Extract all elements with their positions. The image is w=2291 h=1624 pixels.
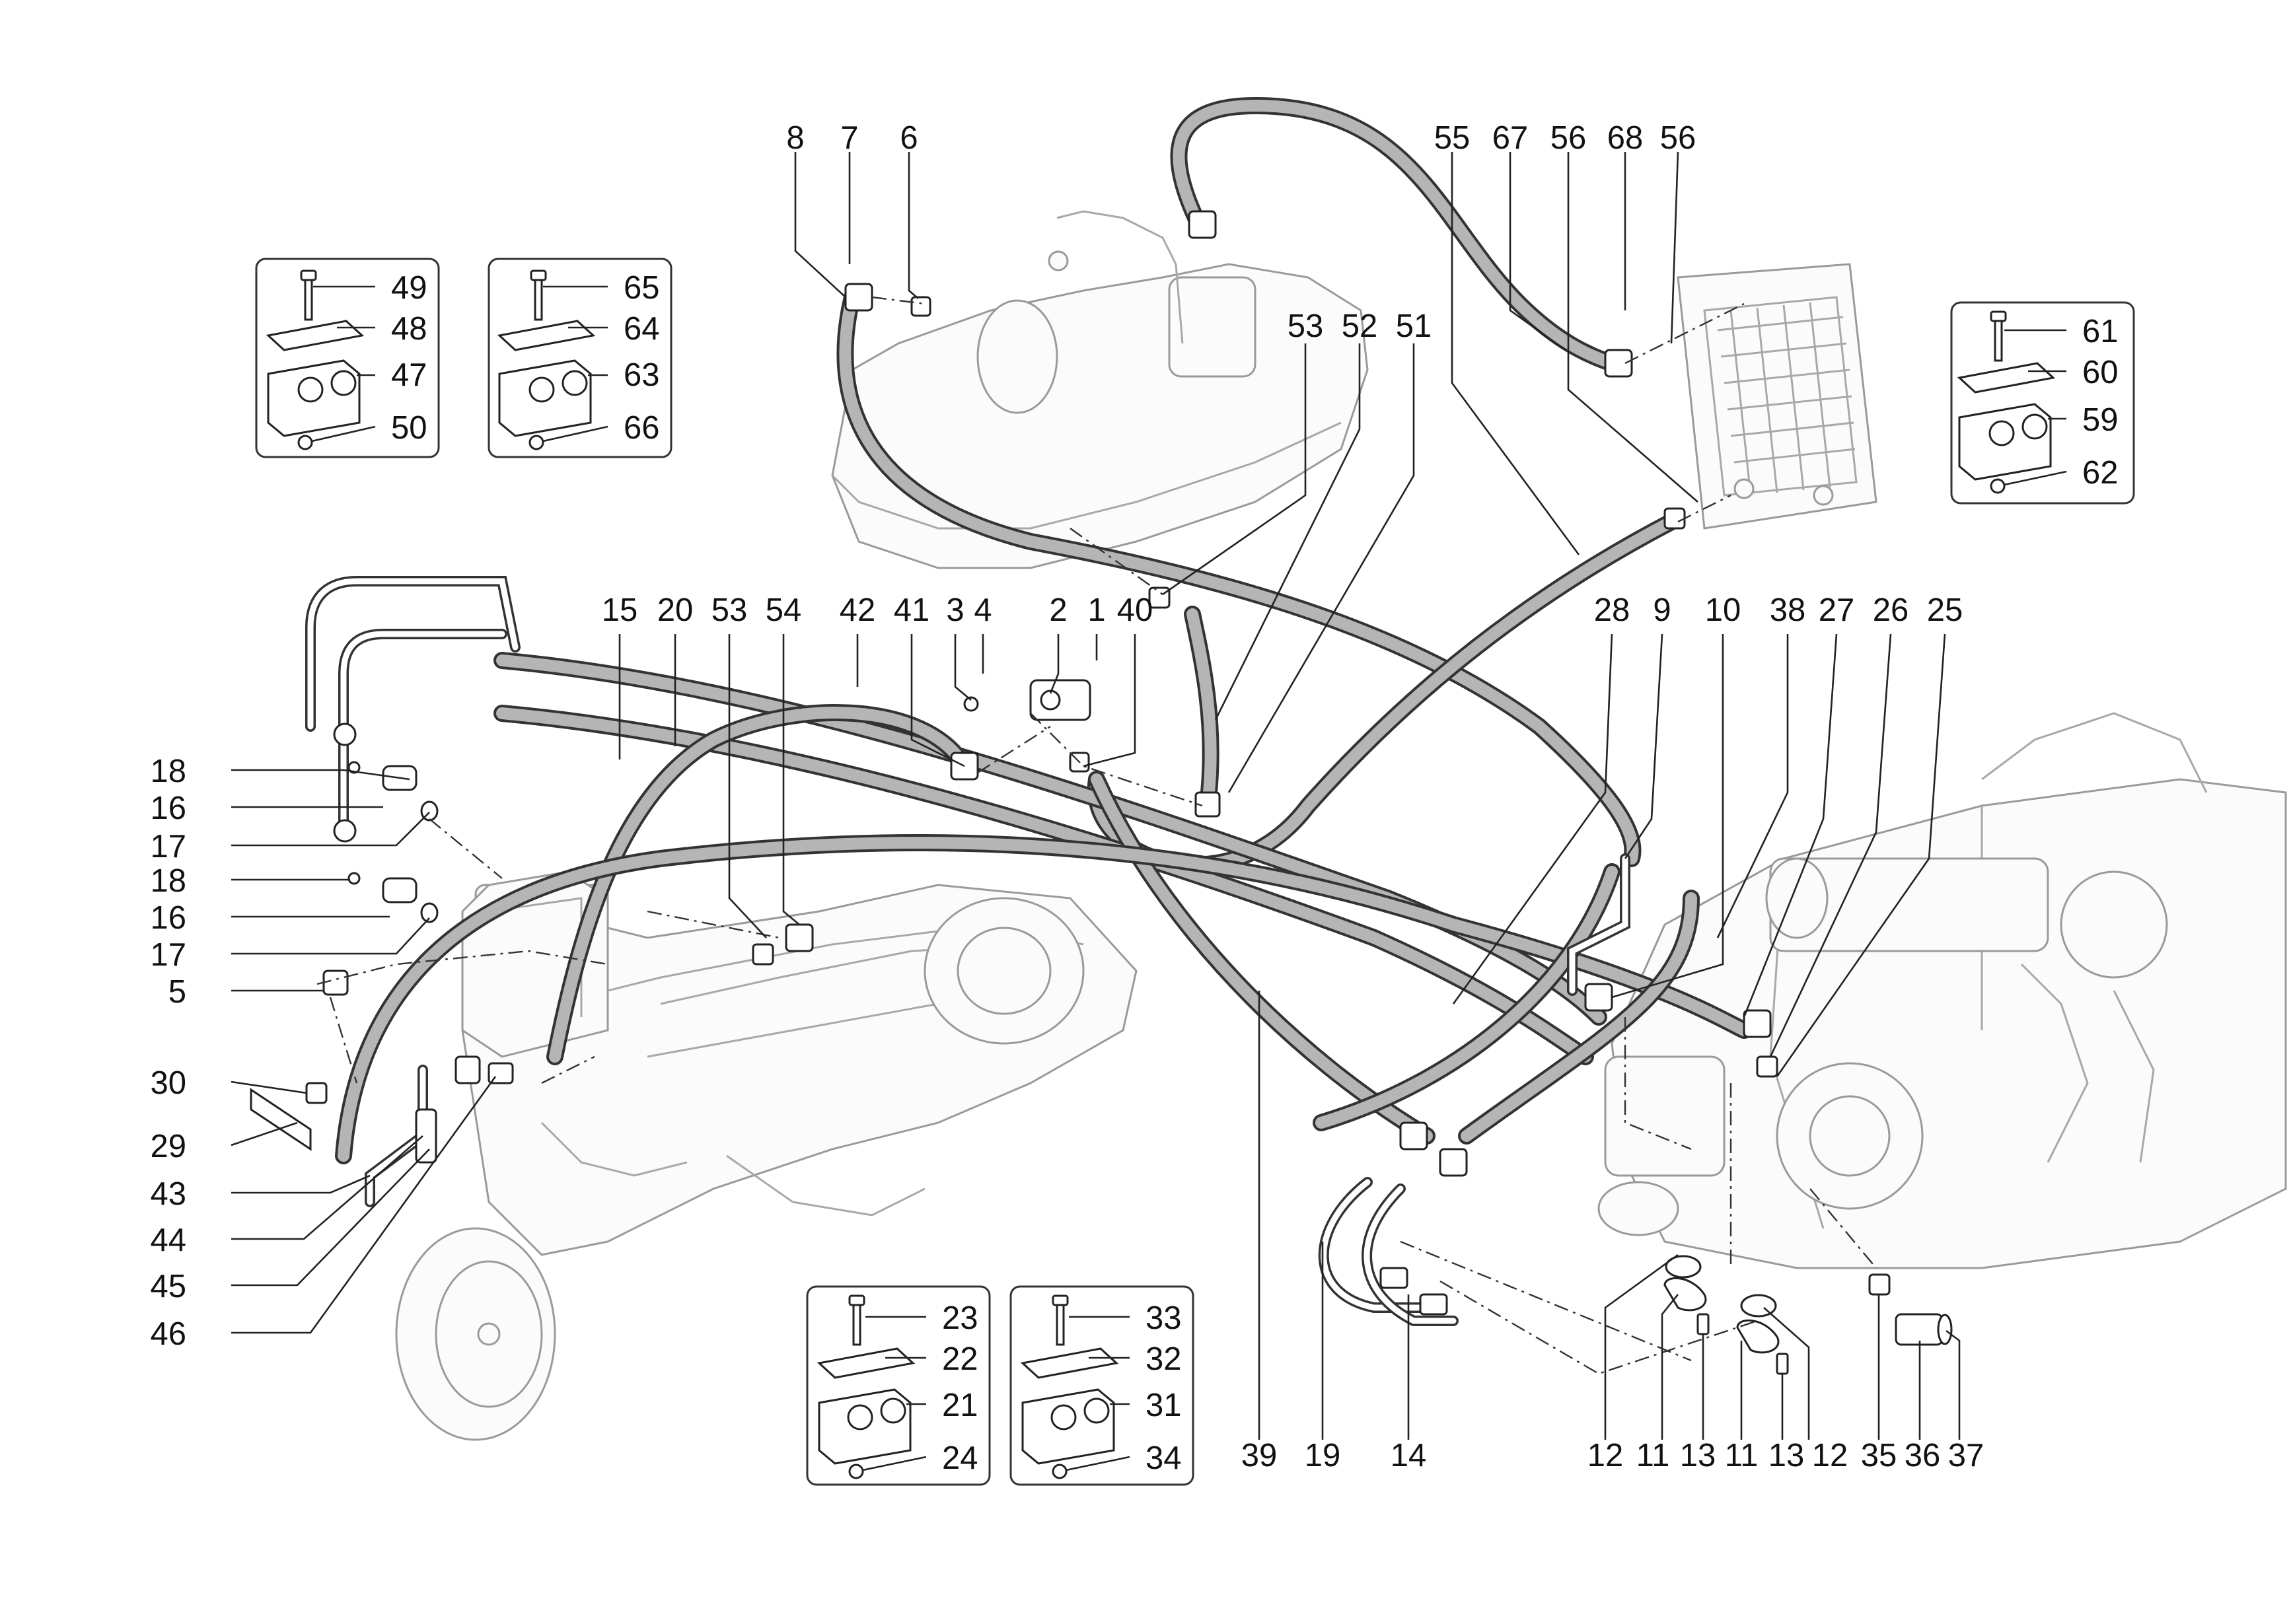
label-12-a: 12	[1587, 1438, 1624, 1473]
label-17-b: 17	[150, 937, 186, 973]
label-6: 6	[900, 120, 918, 156]
engine-assembly	[1597, 712, 2287, 1269]
label-40: 40	[1117, 592, 1153, 628]
label-49: 49	[391, 270, 427, 306]
label-24: 24	[942, 1440, 978, 1476]
label-59: 59	[2082, 402, 2119, 438]
label-46: 46	[150, 1316, 186, 1352]
leader-lines	[231, 151, 1961, 1440]
label-37: 37	[1948, 1438, 1984, 1473]
label-36: 36	[1905, 1438, 1941, 1473]
clamp-kit-inset-47-50	[255, 258, 440, 458]
label-14: 14	[1391, 1438, 1427, 1473]
label-28: 28	[1594, 592, 1630, 628]
label-32: 32	[1146, 1341, 1182, 1377]
label-45: 45	[150, 1269, 186, 1304]
label-64: 64	[624, 311, 660, 347]
label-53-top: 53	[1288, 308, 1324, 344]
label-31: 31	[1146, 1388, 1182, 1423]
label-43: 43	[150, 1176, 186, 1212]
label-25: 25	[1927, 592, 1963, 628]
label-47: 47	[391, 357, 427, 393]
label-41: 41	[894, 592, 930, 628]
label-53-mid: 53	[711, 592, 748, 628]
label-11-a: 11	[1636, 1438, 1670, 1473]
label-27: 27	[1819, 592, 1855, 628]
label-48: 48	[391, 311, 427, 347]
label-61: 61	[2082, 314, 2119, 349]
label-18-b: 18	[150, 863, 186, 899]
label-19: 19	[1305, 1438, 1341, 1473]
label-17-a: 17	[150, 829, 186, 865]
hoses	[335, 96, 1753, 1164]
label-13-a: 13	[1680, 1438, 1716, 1473]
label-55: 55	[1434, 120, 1471, 156]
label-52: 52	[1342, 308, 1378, 344]
label-15: 15	[602, 592, 638, 628]
label-4: 4	[974, 592, 992, 628]
label-66: 66	[624, 410, 660, 446]
label-67: 67	[1492, 120, 1529, 156]
label-56-b: 56	[1660, 120, 1696, 156]
label-51: 51	[1396, 308, 1432, 344]
label-68: 68	[1607, 120, 1644, 156]
label-35: 35	[1861, 1438, 1897, 1473]
oil-tank	[831, 210, 1369, 569]
label-10: 10	[1705, 592, 1741, 628]
label-60: 60	[2082, 355, 2119, 390]
clamp-kit-inset-21-24	[806, 1285, 991, 1486]
label-42: 42	[840, 592, 876, 628]
label-12-b: 12	[1812, 1438, 1848, 1473]
label-33: 33	[1146, 1300, 1182, 1336]
label-65: 65	[624, 270, 660, 306]
label-16-b: 16	[150, 900, 186, 936]
label-16-a: 16	[150, 791, 186, 826]
label-9: 9	[1653, 592, 1671, 628]
label-3: 3	[946, 592, 964, 628]
label-11-b: 11	[1725, 1438, 1759, 1473]
part-number-labels: 8 7 6 55 67 56 68 56 53 52 51 49 48 47 5…	[150, 120, 2118, 1476]
label-62: 62	[2082, 455, 2119, 491]
label-26: 26	[1873, 592, 1909, 628]
label-21: 21	[942, 1388, 978, 1423]
label-39: 39	[1241, 1438, 1278, 1473]
label-18-a: 18	[150, 754, 186, 789]
label-23: 23	[942, 1300, 978, 1336]
label-44: 44	[150, 1222, 186, 1258]
label-54: 54	[766, 592, 802, 628]
label-22: 22	[942, 1341, 978, 1377]
label-8: 8	[786, 120, 804, 156]
label-38: 38	[1770, 592, 1806, 628]
label-5: 5	[168, 974, 186, 1010]
label-50: 50	[391, 410, 427, 446]
label-7: 7	[840, 120, 858, 156]
label-56-a: 56	[1550, 120, 1587, 156]
rigid-pipes	[305, 576, 1630, 1326]
oil-cooler-radiator	[1677, 263, 1877, 530]
label-63: 63	[624, 357, 660, 393]
clamp-kit-inset-63-66	[488, 258, 673, 458]
label-1: 1	[1087, 592, 1105, 628]
assembly-lines	[316, 296, 1877, 1375]
label-13-b: 13	[1768, 1438, 1805, 1473]
clamp-kit-inset-31-34	[1009, 1285, 1194, 1486]
clamp-kit-inset-59-62	[1950, 301, 2135, 505]
label-29: 29	[150, 1129, 186, 1164]
label-2: 2	[1049, 592, 1067, 628]
label-34: 34	[1146, 1440, 1182, 1476]
label-20: 20	[657, 592, 694, 628]
label-30: 30	[150, 1065, 186, 1101]
